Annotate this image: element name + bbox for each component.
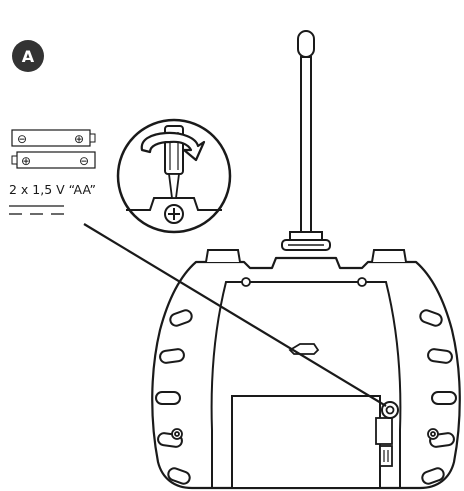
body-screws [171, 277, 439, 440]
dc-symbol-icon [9, 205, 64, 215]
battery-top-minus: ⊖ [17, 132, 27, 146]
battery-top: ⊖ ⊕ [11, 129, 96, 147]
battery-compartment-cover [231, 395, 381, 489]
battery-bottom-plus: ⊕ [21, 154, 31, 168]
battery-bottom-minus: ⊖ [79, 154, 89, 168]
step-label: A [22, 47, 35, 66]
controller-body [151, 249, 461, 490]
magnified-detail [116, 118, 232, 234]
leader-line [83, 223, 387, 407]
step-badge: A [12, 40, 44, 72]
battery-top-plus: ⊕ [74, 132, 84, 146]
antenna [281, 30, 331, 251]
battery-bottom: ⊕ ⊖ [11, 151, 96, 169]
screw-icon [164, 204, 184, 224]
step-badge-circle [12, 40, 44, 72]
rotate-arrow-icon [140, 131, 206, 162]
battery-spec: 2 x 1,5 V “AA” [9, 182, 96, 197]
